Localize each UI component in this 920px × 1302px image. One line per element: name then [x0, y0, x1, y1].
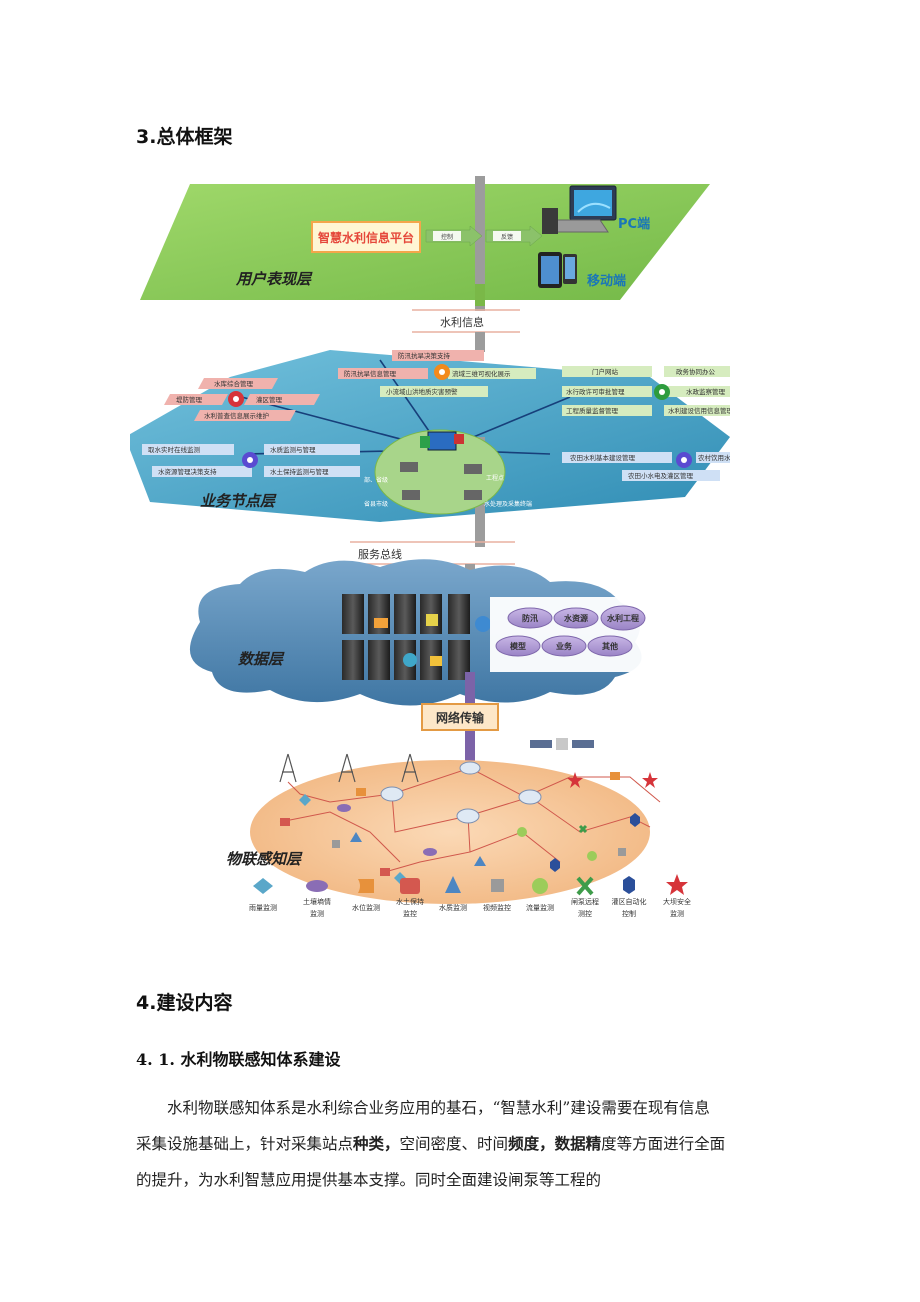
overall-framework-diagram: 智慧水利信息平台 控制 反馈 PC端 移动端 用户表现层 水利信息 — [130, 176, 730, 918]
cloud-label-terminal: 水处理及采集终端 — [484, 500, 532, 508]
mobile-label: 移动端 — [587, 273, 626, 289]
node-irrigation-area: 灌区管理 — [256, 395, 283, 404]
legend-icon-gate — [576, 876, 594, 896]
paragraph-line-2: 采集设施基础上，针对采集站点种类，空间密度、时间频度，数据精度等方面进行全面 — [136, 1126, 786, 1162]
node-rural-water: 农村饮用水管理 — [698, 453, 730, 462]
node-flood-decision: 防汛抗旱决策支持 — [398, 351, 451, 360]
legend — [253, 874, 688, 896]
database-group: 防汛 水资源 水利工程 模型 业务 其他 — [495, 605, 646, 657]
legend-label-soil-conservation: 水土保持监控 — [396, 897, 424, 918]
pc-label: PC端 — [618, 216, 650, 232]
para-bold-kind: 种类， — [353, 1134, 400, 1153]
service-bus-label: 服务总线 — [358, 547, 402, 561]
para-text-3: 的提升，为水利智慧应用提供基本支撑。同时全面建设闸泵等工程的 — [136, 1171, 602, 1189]
body-paragraph: 水利物联感知体系是水利综合业务应用的基石，“智慧水利”建设需要在现有信息 采集设… — [136, 1090, 786, 1198]
business-layer-label: 业务节点层 — [200, 492, 277, 510]
section-heading-construction: 4.建设内容 — [136, 992, 233, 1014]
para-bold-precision: 数据精 — [554, 1134, 602, 1153]
node-office: 政务协同办公 — [676, 367, 716, 376]
db-flood: 防汛 — [522, 613, 538, 623]
legend-icon-rain — [253, 878, 273, 894]
legend-icon-soil-conservation — [400, 878, 420, 894]
db-business: 业务 — [556, 641, 573, 651]
legend-label-rain: 雨量监测 — [249, 903, 277, 912]
legend-icon-soil — [306, 880, 328, 892]
para-text-1: 水利物联感知体系是水利综合业务应用的基石，“智慧水利”建设需要在现有信息 — [167, 1099, 710, 1117]
iot-layer-label: 物联感知层 — [226, 850, 303, 868]
db-water-project: 水利工程 — [606, 613, 639, 623]
legend-label-video: 视频监控 — [483, 903, 511, 912]
legend-label-dam: 大坝安全监测 — [663, 897, 691, 918]
node-admin-approval: 水行政许可审批管理 — [566, 387, 625, 396]
feedback-arrow-label: 反馈 — [501, 233, 513, 241]
node-supervision: 水政监察管理 — [686, 387, 726, 396]
node-soil-conservation: 水土保持监测与管理 — [270, 467, 329, 476]
network-box — [421, 703, 499, 731]
node-dike: 堤防管理 — [176, 395, 203, 404]
node-flash-flood: 小流域山洪地质灾害预警 — [386, 387, 458, 396]
section-heading-framework: 3.总体框架 — [136, 126, 233, 148]
node-water-intake: 取水实时在线监测 — [148, 445, 201, 454]
legend-label-quality: 水质监测 — [439, 903, 467, 912]
node-hydropower: 农田小水电及灌区管理 — [628, 471, 694, 480]
satellite-icon — [530, 738, 594, 750]
legend-icon-level — [358, 879, 374, 893]
pillar-top — [475, 176, 485, 311]
control-arrow-label: 控制 — [441, 233, 453, 241]
server-rack — [342, 594, 491, 680]
legend-icon-flow — [532, 878, 548, 894]
node-water-resource-decision: 水资源管理决策支持 — [158, 467, 217, 476]
cloud-label-ministry: 部、省级 — [364, 476, 388, 484]
db-other: 其他 — [602, 641, 618, 651]
node-water-quality: 水质监测与管理 — [270, 445, 316, 454]
node-portal: 门户网站 — [592, 367, 619, 376]
legend-label-irrigation: 灌区自动化控制 — [612, 897, 647, 918]
network-label: 网络传输 — [436, 710, 485, 725]
router-icons — [380, 761, 542, 824]
legend-label-flow: 流量监测 — [526, 903, 554, 912]
user-layer-label: 用户表现层 — [235, 270, 313, 288]
platform-label: 智慧水利信息平台 — [317, 230, 414, 245]
tower-icons — [279, 753, 419, 783]
cloud-label-county: 省县市级 — [364, 500, 388, 508]
platform-box — [311, 221, 421, 253]
db-water-resource: 水资源 — [563, 613, 588, 623]
db-model: 模型 — [510, 641, 526, 651]
legend-label-soil: 土壤墒情监测 — [303, 897, 331, 918]
paragraph-line-3: 的提升，为水利智慧应用提供基本支撑。同时全面建设闸泵等工程的 — [136, 1162, 786, 1198]
legend-label-level: 水位监测 — [352, 903, 380, 912]
legend-icon-irrigation — [623, 876, 635, 894]
para-text-2a: 采集设施基础上，针对采 — [136, 1135, 307, 1153]
para-text-2b: 集站点 — [306, 1135, 354, 1153]
para-text-2g: 度等方面进行全面 — [601, 1135, 726, 1153]
paragraph-line-1: 水利物联感知体系是水利综合业务应用的基石，“智慧水利”建设需要在现有信息 — [136, 1090, 786, 1126]
subsection-heading-iot: 4. 1. 水利物联感知体系建设 — [136, 1050, 341, 1069]
node-reservoir: 水库综合管理 — [214, 379, 254, 388]
pillar-green — [475, 284, 485, 306]
node-credit: 水利建设信用信息管理 — [668, 406, 730, 415]
node-flood-info: 防汛抗旱信息管理 — [344, 369, 397, 378]
water-info-bus-label: 水利信息 — [440, 315, 484, 329]
para-text-2d: 空间密度、时间 — [399, 1135, 509, 1153]
legend-label-gate: 闸泵远程测控 — [571, 897, 599, 918]
node-quality: 工程质量监督管理 — [566, 406, 619, 415]
mobile-icon — [538, 252, 577, 288]
pc-icon — [542, 185, 617, 234]
node-basin-3d: 流域三维可视化展示 — [452, 369, 511, 378]
legend-icon-video — [491, 879, 504, 892]
sensor-nodes — [280, 772, 658, 884]
node-census: 水利普查信息展示维护 — [204, 411, 269, 420]
cloud-label-project: 工程点 — [486, 474, 504, 482]
node-farmland: 农田水利基本建设管理 — [570, 453, 636, 462]
legend-icon-quality — [445, 876, 461, 893]
data-layer-label: 数据层 — [238, 650, 285, 668]
para-bold-frequency: 频度， — [508, 1134, 555, 1153]
legend-icon-dam — [666, 874, 688, 895]
